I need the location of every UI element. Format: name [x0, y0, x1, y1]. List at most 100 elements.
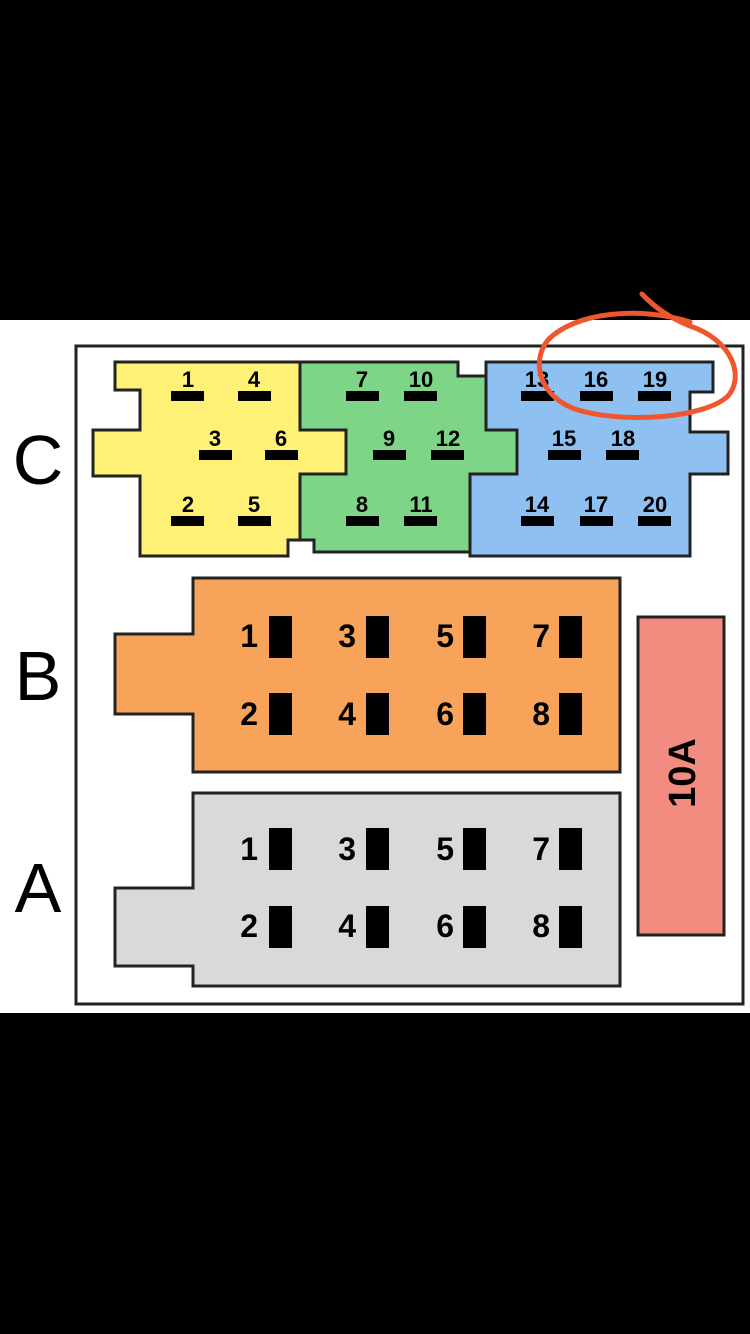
pin-slot: [559, 693, 582, 735]
pin-slot: [463, 693, 486, 735]
pin-slot: [346, 391, 379, 401]
pin-c11: 11: [404, 492, 437, 526]
pin-slot: [463, 828, 486, 870]
connector-c-yellow-pins: 1 4 3 6 2 5: [171, 367, 298, 526]
pin-c13: 13: [521, 367, 554, 401]
pin-b4: 4: [338, 693, 389, 735]
pin-a2: 2: [240, 906, 292, 948]
highlight-ellipse: [536, 291, 738, 421]
top-black-band: [0, 0, 750, 320]
pin-slot: [548, 450, 581, 460]
pin-b8: 8: [532, 693, 582, 735]
pin-label: 2: [240, 908, 258, 944]
pin-c5: 5: [238, 492, 271, 526]
pin-label: 8: [356, 492, 368, 517]
pin-a6: 6: [436, 906, 486, 948]
pin-c14: 14: [521, 492, 554, 526]
pin-c2: 2: [171, 492, 204, 526]
pin-c7: 7: [346, 367, 379, 401]
pin-slot: [373, 450, 406, 460]
pin-slot: [559, 616, 582, 658]
pin-label: 1: [182, 367, 194, 392]
pin-slot: [269, 828, 292, 870]
pin-label: 6: [436, 696, 454, 732]
pin-label: 4: [338, 696, 356, 732]
pin-c10: 10: [404, 367, 437, 401]
pin-slot: [463, 616, 486, 658]
pin-slot: [606, 450, 639, 460]
pin-c4: 4: [238, 367, 271, 401]
pin-b5: 5: [436, 616, 486, 658]
pin-label: 9: [383, 426, 395, 451]
connector-b-pins: 1 3 5 7 2 4 6 8: [240, 616, 582, 735]
pin-slot: [580, 516, 613, 526]
pin-label: 7: [356, 367, 368, 392]
connector-c-blue-pins: 13 16 19 15 18 14 17 20: [521, 367, 671, 526]
fuse-label: 10A: [662, 738, 704, 808]
highlight-annotation: [536, 291, 738, 421]
pin-b7: 7: [532, 616, 582, 658]
pin-label: 16: [584, 367, 608, 392]
pin-slot: [463, 906, 486, 948]
pin-label: 5: [248, 492, 260, 517]
pin-label: 14: [525, 492, 550, 517]
connector-b-block: [113, 576, 622, 774]
pin-c8: 8: [346, 492, 379, 526]
pin-label: 6: [436, 908, 454, 944]
pin-c18: 18: [606, 426, 639, 460]
pin-slot: [638, 516, 671, 526]
pin-c17: 17: [580, 492, 613, 526]
pin-c19: 19: [638, 367, 671, 401]
connector-a-pins: 1 3 5 7 2 4 6 8: [240, 828, 582, 948]
pin-slot: [559, 906, 582, 948]
pin-slot: [269, 616, 292, 658]
pin-c9: 9: [373, 426, 406, 460]
pin-label: 4: [338, 908, 356, 944]
pin-label: 8: [532, 908, 550, 944]
pin-c20: 20: [638, 492, 671, 526]
pin-slot: [366, 906, 389, 948]
pin-slot: [269, 906, 292, 948]
row-label-c: C: [13, 421, 64, 499]
pin-label: 10: [409, 367, 433, 392]
pin-slot: [559, 828, 582, 870]
pin-label: 3: [338, 618, 356, 654]
pin-label: 12: [436, 426, 460, 451]
pin-slot: [366, 693, 389, 735]
pin-slot: [404, 391, 437, 401]
pin-slot: [265, 450, 298, 460]
pin-b6: 6: [436, 693, 486, 735]
pin-b2: 2: [240, 693, 292, 735]
pin-slot: [171, 391, 204, 401]
connector-a-block: [113, 791, 622, 988]
pin-slot: [269, 693, 292, 735]
pin-slot: [346, 516, 379, 526]
pin-c6: 6: [265, 426, 298, 460]
pin-a1: 1: [240, 828, 292, 870]
fuse-block: [636, 615, 726, 937]
pin-label: 2: [240, 696, 258, 732]
pin-slot: [638, 391, 671, 401]
pin-c16: 16: [580, 367, 613, 401]
pin-c15: 15: [548, 426, 581, 460]
connector-c-green-pins: 7 10 9 12 8 11: [346, 367, 464, 526]
pin-a4: 4: [338, 906, 389, 948]
pin-a7: 7: [532, 828, 582, 870]
pin-label: 1: [240, 618, 258, 654]
pin-slot: [238, 391, 271, 401]
pin-slot: [521, 516, 554, 526]
pin-slot: [171, 516, 204, 526]
pin-c1: 1: [171, 367, 204, 401]
pin-label: 8: [532, 696, 550, 732]
pin-slot: [199, 450, 232, 460]
pin-a3: 3: [338, 828, 389, 870]
pin-slot: [366, 616, 389, 658]
pin-label: 5: [436, 618, 454, 654]
pin-slot: [404, 516, 437, 526]
pin-label: 11: [409, 492, 432, 517]
pin-slot: [521, 391, 554, 401]
pin-slot: [366, 828, 389, 870]
row-label-b: B: [15, 637, 62, 715]
pin-label: 7: [532, 831, 550, 867]
pin-label: 3: [338, 831, 356, 867]
